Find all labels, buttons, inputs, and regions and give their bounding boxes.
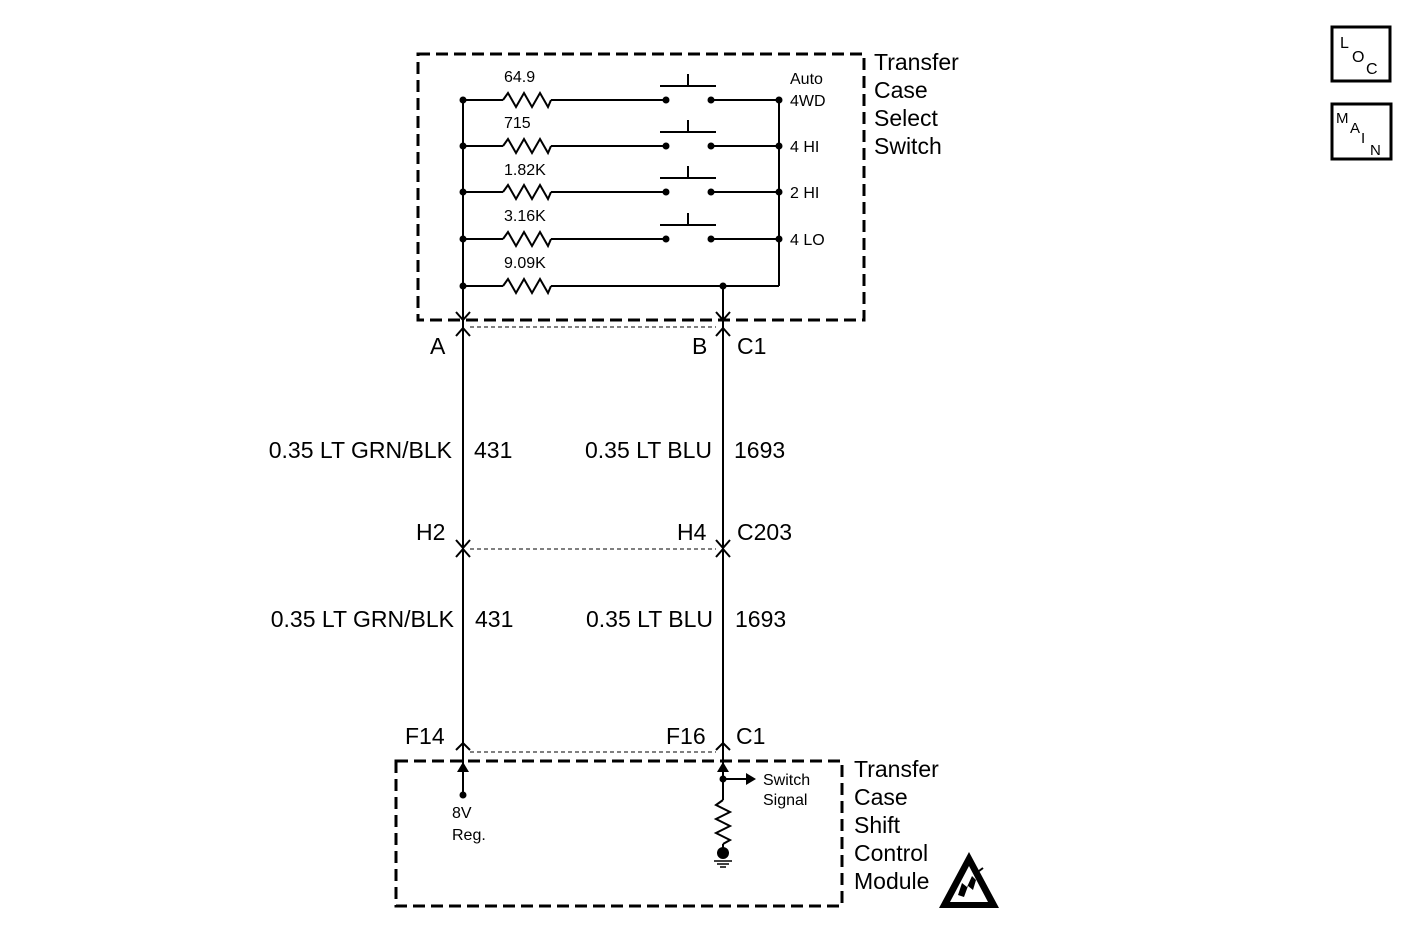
svg-text:I: I xyxy=(1361,130,1365,147)
switch-contact-2 xyxy=(660,120,783,150)
ground-icon xyxy=(717,847,729,859)
svg-text:Signal: Signal xyxy=(763,792,807,809)
resistor-icon xyxy=(502,182,552,202)
svg-text:L: L xyxy=(1340,35,1349,52)
svg-text:4 HI: 4 HI xyxy=(790,139,819,156)
svg-text:Transfer: Transfer xyxy=(854,756,939,782)
svg-text:Shift: Shift xyxy=(854,812,901,838)
loc-button[interactable]: L O C xyxy=(1330,25,1392,83)
svg-text:Module: Module xyxy=(854,868,929,894)
svg-text:Switch: Switch xyxy=(874,133,942,159)
connector-c203 xyxy=(455,539,731,558)
switch-signal-circuit: Switch Signal xyxy=(713,760,810,868)
wire-circuit: 1693 xyxy=(735,606,786,632)
svg-text:Case: Case xyxy=(874,77,928,103)
switch-title: Transfer Case Select Switch xyxy=(874,49,959,159)
reference-voltage-input: 8V Reg. xyxy=(452,760,486,844)
resistor-row-5: 9.09K xyxy=(459,255,779,296)
connector-c1-bottom xyxy=(455,741,731,753)
svg-text:4WD: 4WD xyxy=(790,93,826,110)
svg-text:4 LO: 4 LO xyxy=(790,232,825,249)
resistor-value: 715 xyxy=(504,115,531,132)
resistor-row-3: 1.82K xyxy=(459,162,666,202)
resistor-icon xyxy=(502,276,552,296)
svg-text:A: A xyxy=(1350,120,1360,137)
svg-text:O: O xyxy=(1352,49,1364,66)
resistor-value: 3.16K xyxy=(504,208,546,225)
connector-c1-top xyxy=(455,311,731,337)
wire-circuit: 431 xyxy=(474,437,512,463)
wire-spec: 0.35 LT BLU xyxy=(586,606,713,632)
resistor-icon xyxy=(713,799,733,845)
resistor-row-1: 64.9 xyxy=(459,69,666,110)
svg-text:N: N xyxy=(1370,142,1381,159)
svg-text:Transfer: Transfer xyxy=(874,49,959,75)
svg-text:Switch: Switch xyxy=(763,772,810,789)
main-button[interactable]: M A I N xyxy=(1330,102,1393,161)
pin-h4: H4 xyxy=(677,519,707,545)
svg-text:Select: Select xyxy=(874,105,939,131)
switch-box-boundary xyxy=(416,52,866,322)
pin-f14: F14 xyxy=(405,723,445,749)
switch-contact-3 xyxy=(660,166,783,196)
resistor-value: 1.82K xyxy=(504,162,546,179)
module-title: Transfer Case Shift Control Module xyxy=(854,756,939,894)
pin-b: B xyxy=(692,333,707,359)
wire-spec: 0.35 LT GRN/BLK xyxy=(269,437,453,463)
wire-spec: 0.35 LT BLU xyxy=(585,437,712,463)
svg-text:Case: Case xyxy=(854,784,908,810)
module-box-boundary xyxy=(394,759,844,908)
svg-text:C: C xyxy=(1366,61,1378,78)
svg-text:Reg.: Reg. xyxy=(452,827,486,844)
connector-name: C1 xyxy=(736,723,765,749)
pin-h2: H2 xyxy=(416,519,445,545)
switch-contact-1 xyxy=(660,74,783,104)
svg-text:Control: Control xyxy=(854,840,928,866)
resistor-value: 9.09K xyxy=(504,255,546,272)
resistor-icon xyxy=(502,136,552,156)
svg-text:M: M xyxy=(1336,110,1349,127)
svg-text:2 HI: 2 HI xyxy=(790,185,819,202)
connector-name: C1 xyxy=(737,333,766,359)
resistor-icon xyxy=(502,229,552,249)
resistor-row-4: 3.16K xyxy=(459,208,666,249)
switch-contact-4 xyxy=(660,213,783,243)
resistor-value: 64.9 xyxy=(504,69,535,86)
esd-warning-icon xyxy=(939,852,999,908)
wire-spec: 0.35 LT GRN/BLK xyxy=(271,606,455,632)
switch-position-labels: Auto 4WD 4 HI 2 HI 4 LO xyxy=(790,71,826,249)
arrow-right-icon xyxy=(746,773,756,785)
wire-circuit: 431 xyxy=(475,606,513,632)
pin-f16: F16 xyxy=(666,723,706,749)
svg-text:Auto: Auto xyxy=(790,71,823,88)
pin-a: A xyxy=(430,333,446,359)
resistor-icon xyxy=(502,90,552,110)
wire-circuit: 1693 xyxy=(734,437,785,463)
resistor-row-2: 715 xyxy=(459,115,666,156)
connector-name: C203 xyxy=(737,519,792,545)
svg-text:8V: 8V xyxy=(452,805,472,822)
